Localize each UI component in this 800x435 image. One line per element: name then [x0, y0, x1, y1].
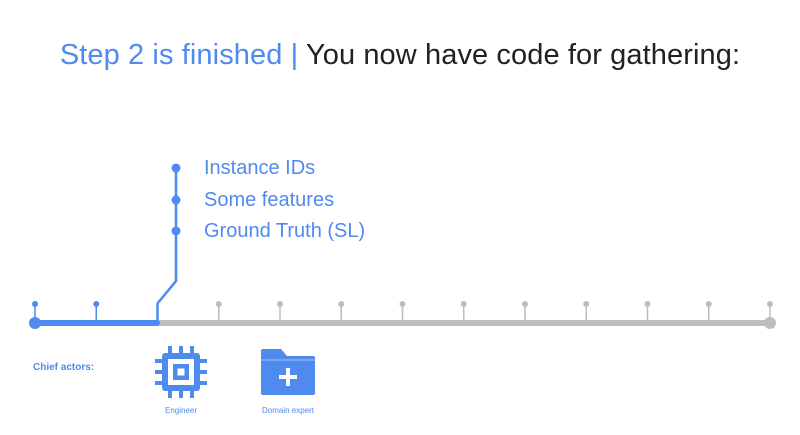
actor-caption-engineer: Engineer [164, 406, 198, 415]
milestone-branch-line [156, 168, 178, 305]
folder-plus-icon [261, 349, 315, 395]
milestone-dot-3 [171, 226, 181, 236]
milestone-item: Instance IDs [204, 157, 316, 179]
timeline-tick-dot [399, 301, 406, 307]
chip-icon [155, 346, 207, 398]
title-separator: | [290, 39, 299, 71]
timeline-tick-dot [338, 301, 345, 307]
timeline-tick-dot [522, 301, 528, 307]
milestone-dot-2 [171, 195, 181, 205]
timeline-tick-dot [215, 301, 222, 307]
milestone-item: Some features [204, 188, 335, 211]
milestone-dot-1 [171, 163, 181, 173]
step-status-text: Step 2 is finished [59, 39, 283, 71]
actor-caption-domain-expert: Domain expert [261, 406, 315, 415]
timeline-tick-dot [767, 301, 773, 307]
timeline-tick-dot [460, 301, 467, 307]
timeline-ticks [32, 301, 773, 323]
timeline-tick-dot [583, 301, 590, 307]
timeline-tick-dot [277, 301, 283, 307]
slide-title: Step 2 is finished | You now have code f… [0, 34, 800, 76]
timeline-tick-dot [644, 301, 651, 307]
timeline-tick-dot [32, 301, 38, 307]
title-description: You now have code for gathering: [305, 39, 741, 71]
timeline-tick-dot [93, 301, 100, 307]
milestone-item: Ground Truth (SL) [204, 220, 366, 242]
timeline-tick-dot [705, 301, 712, 307]
chief-actors-label: Chief actors: [33, 362, 95, 373]
milestone-list: Instance IDs Some features Ground Truth … [204, 153, 365, 248]
